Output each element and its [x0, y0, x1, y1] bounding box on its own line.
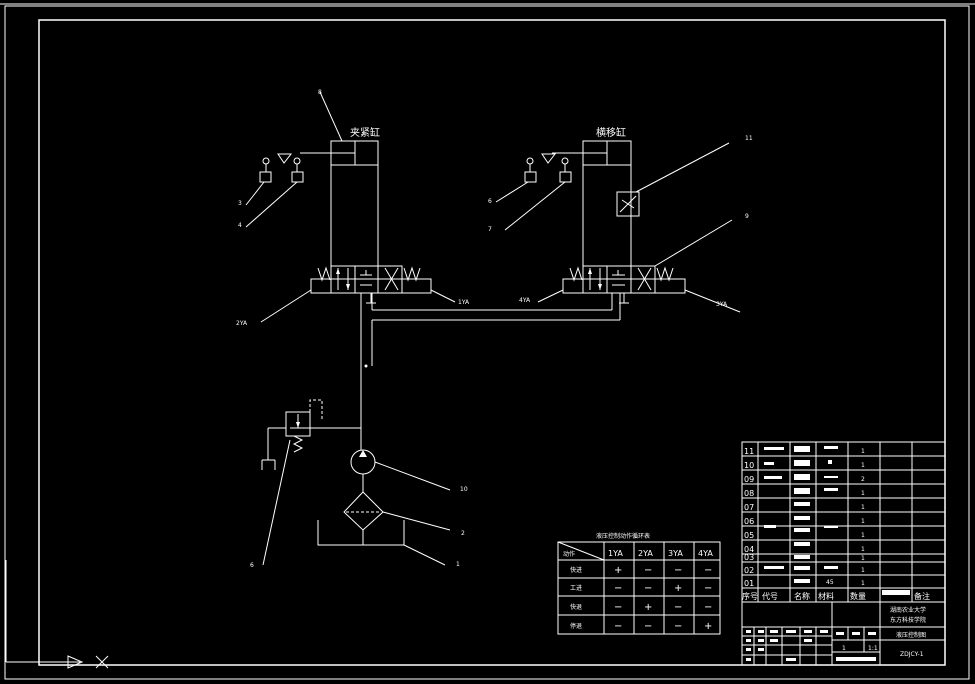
bom-no: 03 — [744, 553, 754, 562]
callout-2ya: 2YA — [236, 320, 248, 327]
bom-no: 07 — [744, 503, 754, 512]
bom-qty: 1 — [861, 518, 865, 525]
callout-6-bottom: 6 — [250, 562, 254, 569]
callout-7: 7 — [488, 226, 492, 233]
table-cell: − — [644, 565, 652, 576]
bom-qty: 1 — [861, 555, 865, 562]
bom-header-seq: 序号 — [742, 591, 758, 601]
callout-2: 2 — [461, 530, 465, 537]
table-cell: − — [674, 602, 682, 613]
bom-qty: 1 — [861, 490, 865, 497]
row-label: 工进 — [570, 584, 582, 592]
callout-3ya: 3YA — [716, 301, 728, 308]
solenoid-cycle-table: 液压控制动作循环表 动作 1YA 2YA 3YA 4YA 快进 + − − − … — [557, 532, 721, 635]
bom-header-note: 备注 — [914, 591, 930, 601]
bom-qty: 1 — [861, 532, 865, 539]
bom-qty: 1 — [861, 448, 865, 455]
callout-4ya: 4YA — [519, 297, 531, 304]
bom-qty: 1 — [861, 567, 865, 574]
table-cell: − — [704, 565, 712, 576]
ucs-icon — [5, 560, 109, 669]
school-name-line1: 湖南农业大学 — [890, 606, 926, 614]
bom-qty: 1 — [861, 546, 865, 553]
header-4ya: 4YA — [698, 549, 713, 558]
table-cell: + — [674, 583, 682, 594]
callout-4: 4 — [238, 222, 242, 229]
table-cell: − — [674, 621, 682, 632]
callout-1: 1 — [456, 561, 460, 568]
bom-no: 11 — [744, 447, 754, 456]
limit-switches-left: 3 4 — [238, 153, 304, 229]
filter-and-tank: 2 1 — [317, 491, 465, 568]
clamp-cylinder: 夹紧缸 8 — [300, 89, 380, 268]
table-corner-label: 动作 — [563, 550, 575, 558]
row-label: 停退 — [570, 622, 582, 630]
table-cell: − — [674, 565, 682, 576]
table-cell: − — [644, 583, 652, 594]
table-cell: − — [614, 621, 622, 632]
header-3ya: 3YA — [668, 549, 683, 558]
callout-9: 9 — [745, 213, 749, 220]
bom-no: 10 — [744, 461, 754, 470]
bom-qty: 1 — [861, 462, 865, 469]
outer-border — [4, 5, 970, 680]
directional-valve-right: 4YA 3YA 9 — [519, 213, 749, 313]
row-label: 快退 — [570, 603, 582, 611]
relief-valve: 6 — [250, 399, 323, 569]
callout-11: 11 — [745, 135, 753, 142]
limit-switches-right: 6 7 — [488, 153, 572, 233]
drawing-title: 液压控制图 — [896, 631, 926, 639]
sheet-number: 1 — [842, 645, 846, 652]
bom-header-code: 代号 — [762, 591, 778, 601]
table-cell: − — [614, 602, 622, 613]
pressure-lines — [290, 293, 621, 450]
traverse-cylinder: 横移缸 11 — [552, 126, 753, 268]
scale-value: 1:1 — [868, 645, 878, 652]
table-cell: + — [704, 621, 712, 632]
bom-material: 45 — [826, 579, 834, 586]
inner-frame — [38, 19, 946, 666]
drawing-number: ZDJCY-1 — [900, 651, 924, 658]
table-cell: + — [614, 565, 622, 576]
table-cell: − — [644, 621, 652, 632]
bom-qty: 1 — [861, 580, 865, 587]
header-2ya: 2YA — [638, 549, 653, 558]
bom-header-qty: 数量 — [850, 591, 866, 601]
title-block: 湖南农业大学 东方科技学院 液压控制图 ZDJCY-1 1 1:1 — [742, 602, 945, 665]
row-label: 快进 — [570, 566, 582, 574]
table-cell: − — [704, 583, 712, 594]
callout-10: 10 — [460, 486, 468, 493]
traverse-cylinder-label: 横移缸 — [596, 126, 626, 139]
bom-no: 08 — [744, 489, 754, 498]
directional-valve-left: 2YA 1YA — [236, 265, 470, 327]
callout-3: 3 — [238, 200, 242, 207]
bom-no: 01 — [744, 579, 754, 588]
callout-1ya: 1YA — [458, 299, 470, 306]
table-title: 液压控制动作循环表 — [596, 532, 650, 540]
callout-8: 8 — [318, 89, 322, 96]
bom-qty: 1 — [861, 504, 865, 511]
bom-no: 05 — [744, 531, 754, 540]
table-cell: + — [644, 602, 652, 613]
bom-no: 04 — [744, 545, 754, 554]
bom-no: 06 — [744, 517, 754, 526]
table-cell: − — [704, 602, 712, 613]
callout-6-top: 6 — [488, 198, 492, 205]
bom-header-name: 名称 — [794, 591, 810, 601]
header-1ya: 1YA — [608, 549, 623, 558]
bom-no: 02 — [744, 566, 754, 575]
bom-no: 09 — [744, 475, 754, 484]
bom-header-material: 材料 — [818, 591, 834, 601]
hydraulic-pump: 10 — [350, 449, 468, 493]
table-cell: − — [614, 583, 622, 594]
clamp-cylinder-label: 夹紧缸 — [350, 126, 380, 139]
bill-of-materials: 11 10 09 08 07 06 05 04 03 02 01 1 1 2 1… — [741, 441, 946, 666]
bom-qty: 2 — [861, 476, 865, 483]
school-name-line2: 东方科技学院 — [890, 616, 926, 624]
